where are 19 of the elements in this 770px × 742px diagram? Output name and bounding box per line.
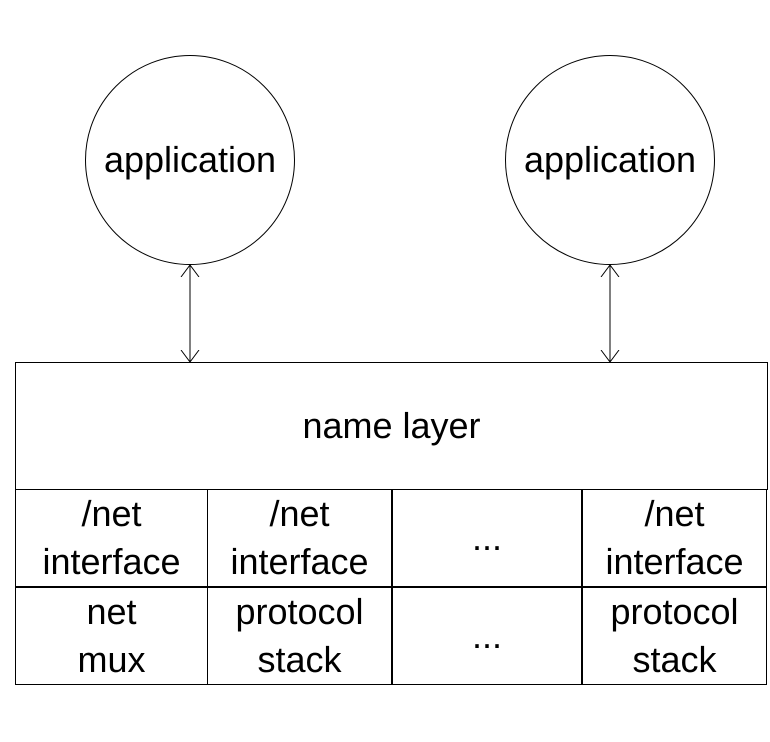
table-cell [207,489,392,587]
table-cell [15,587,208,685]
table-cell [582,587,767,685]
node-label: application [524,138,696,182]
table-cell [392,587,582,685]
cell-label: protocol stack [610,590,739,682]
table-cell [15,489,208,587]
cell-label: ... [472,614,502,658]
table-cell [392,489,582,587]
node-label: application [104,138,276,182]
double-arrow [180,264,200,362]
layer-label: name layer [302,404,481,448]
table-cell [207,587,392,685]
layer-band [15,362,768,490]
cell-label: protocol stack [235,590,364,682]
table-cell [582,489,767,587]
cell-label: net mux [77,590,146,682]
cell-label: ... [472,516,502,560]
double-arrow [600,264,620,362]
